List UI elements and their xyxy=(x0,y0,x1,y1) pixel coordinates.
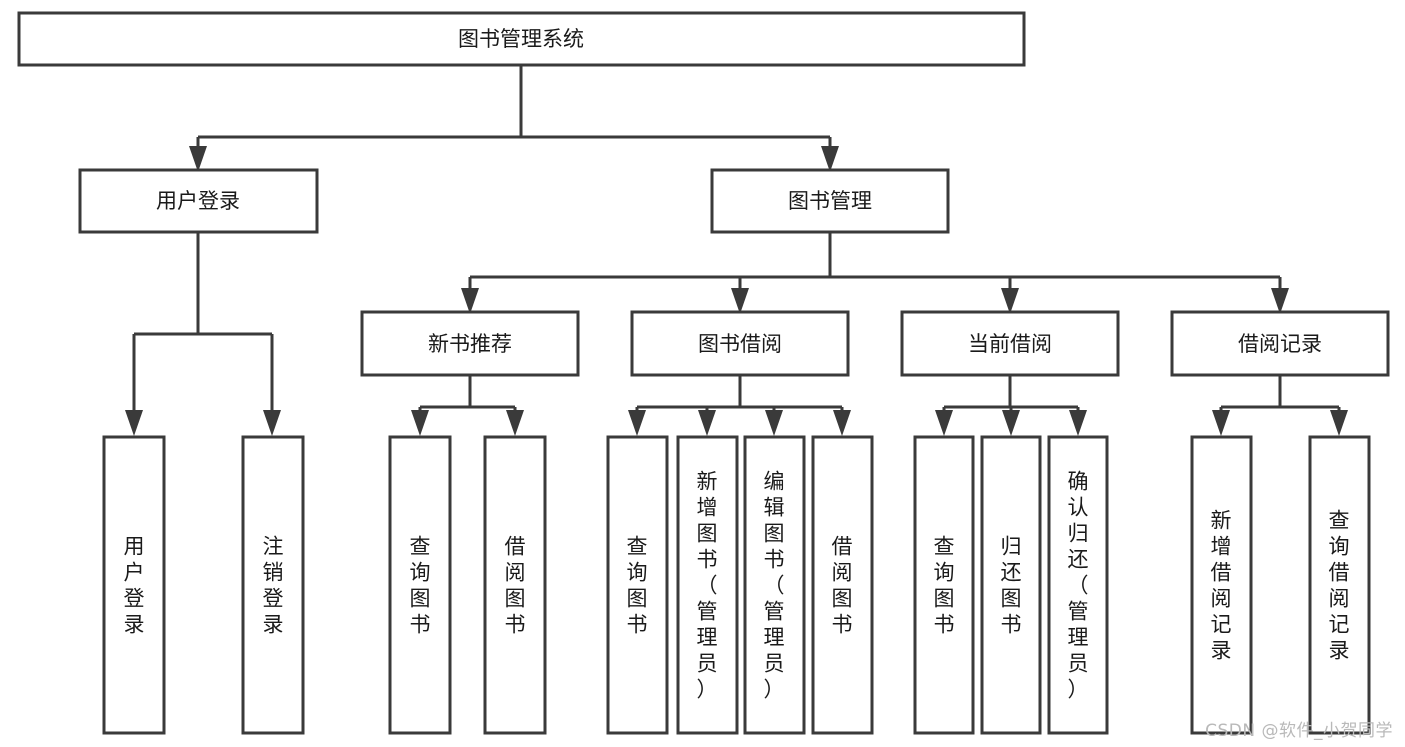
leaf-borrow-record-add-record[interactable]: 新增借阅记录 xyxy=(1190,435,1253,735)
arrow-icon-borrowrecord-leaf-1 xyxy=(1212,410,1230,436)
connector-group-newbook-to-leaves xyxy=(411,375,524,436)
node-label: 查询图书 xyxy=(410,534,431,636)
node-borrow-record[interactable]: 借阅记录 xyxy=(1170,310,1390,377)
node-label: 归还图书 xyxy=(1001,534,1022,636)
node-label: 借阅记录 xyxy=(1238,332,1322,356)
node-user-login[interactable]: 用户登录 xyxy=(78,168,319,234)
node-box xyxy=(980,435,1042,735)
node-label: 查询图书 xyxy=(934,534,955,636)
node-box xyxy=(676,435,739,735)
arrow-icon-currentborrow-leaf-1 xyxy=(935,410,953,436)
leaf-new-book-borrow-book[interactable]: 借阅图书 xyxy=(483,435,547,735)
node-label: 用户登录 xyxy=(124,534,145,636)
leaf-borrow-record-query-record[interactable]: 查询借阅记录 xyxy=(1308,435,1371,735)
node-box xyxy=(900,310,1120,377)
arrow-icon-bookborrow-leaf-3 xyxy=(765,410,783,436)
connector-group-bookborrow-to-leaves xyxy=(628,375,851,436)
leaf-book-borrow-query-book[interactable]: 查询图书 xyxy=(606,435,669,735)
arrow-icon-currentborrow-leaf-3 xyxy=(1069,410,1087,436)
leaf-user-login-login[interactable]: 用户登录 xyxy=(102,435,166,735)
leaf-book-borrow-add-book-admin[interactable]: 新增图书（管理员） xyxy=(676,435,739,735)
node-label: 借阅图书 xyxy=(832,534,853,636)
connector-group-borrowrecord-to-leaves xyxy=(1212,375,1348,436)
node-label: 新增图书（管理员） xyxy=(697,469,718,701)
connector-group-currentborrow-to-leaves xyxy=(935,375,1087,436)
node-label: 图书管理系统 xyxy=(458,27,584,51)
connector-group-userlogin-to-leaves xyxy=(125,232,281,436)
node-box xyxy=(743,435,806,735)
arrow-icon-to-borrow-record xyxy=(1271,288,1289,314)
arrow-icon-currentborrow-leaf-2 xyxy=(1002,410,1020,436)
node-box xyxy=(913,435,975,735)
arrow-icon-newbook-leaf-2 xyxy=(506,410,524,436)
node-label: 查询图书 xyxy=(627,534,648,636)
node-current-borrow[interactable]: 当前借阅 xyxy=(900,310,1120,377)
connector-group-bookmanage-to-level3 xyxy=(461,232,1289,314)
leaf-current-borrow-confirm-return-admin[interactable]: 确认归还（管理员） xyxy=(1047,435,1109,735)
node-book-borrow[interactable]: 图书借阅 xyxy=(630,310,850,377)
node-box xyxy=(78,168,319,234)
leaf-user-login-logout[interactable]: 注销登录 xyxy=(241,435,305,735)
node-label: 查询借阅记录 xyxy=(1329,508,1350,662)
arrow-icon-userlogin-leaf-1 xyxy=(125,410,143,436)
arrow-icon-to-new-book-recommend xyxy=(461,288,479,314)
node-box xyxy=(1047,435,1109,735)
node-box xyxy=(606,435,669,735)
node-label: 图书管理 xyxy=(788,189,872,213)
arrow-icon-userlogin-leaf-2 xyxy=(263,410,281,436)
node-box xyxy=(630,310,850,377)
arrow-icon-to-book-manage xyxy=(821,146,839,172)
csdn-watermark: CSDN @软件_小贺同学 xyxy=(1205,721,1393,741)
node-label: 新增借阅记录 xyxy=(1211,508,1232,662)
node-box xyxy=(483,435,547,735)
leaf-current-borrow-return-book[interactable]: 归还图书 xyxy=(980,435,1042,735)
node-label: 确认归还（管理员） xyxy=(1068,469,1089,701)
leaf-book-borrow-edit-book-admin[interactable]: 编辑图书（管理员） xyxy=(743,435,806,735)
node-box xyxy=(1190,435,1253,735)
leaf-book-borrow-borrow-book[interactable]: 借阅图书 xyxy=(811,435,874,735)
node-new-book-recommend[interactable]: 新书推荐 xyxy=(360,310,580,377)
node-box xyxy=(17,11,1026,67)
arrow-icon-to-current-borrow xyxy=(1001,288,1019,314)
node-box xyxy=(1170,310,1390,377)
node-label: 当前借阅 xyxy=(968,332,1052,356)
node-book-management[interactable]: 图书管理 xyxy=(710,168,950,234)
node-label: 注销登录 xyxy=(263,534,284,636)
leaf-new-book-query-book[interactable]: 查询图书 xyxy=(388,435,452,735)
arrow-icon-newbook-leaf-1 xyxy=(411,410,429,436)
node-label: 图书借阅 xyxy=(698,332,782,356)
node-box xyxy=(360,310,580,377)
connector-group-root-to-level2 xyxy=(189,65,839,172)
arrow-icon-bookborrow-leaf-4 xyxy=(833,410,851,436)
node-box xyxy=(241,435,305,735)
node-box xyxy=(811,435,874,735)
arrow-icon-to-book-borrow xyxy=(731,288,749,314)
node-label: 新书推荐 xyxy=(428,332,512,356)
node-box xyxy=(710,168,950,234)
arrow-icon-borrowrecord-leaf-2 xyxy=(1330,410,1348,436)
node-label: 用户登录 xyxy=(156,189,240,213)
node-root-book-management-system[interactable]: 图书管理系统 xyxy=(17,11,1026,67)
node-label: 编辑图书（管理员） xyxy=(764,469,785,701)
arrow-icon-bookborrow-leaf-2 xyxy=(698,410,716,436)
arrow-icon-bookborrow-leaf-1 xyxy=(628,410,646,436)
node-box xyxy=(388,435,452,735)
node-label: 借阅图书 xyxy=(505,534,526,636)
node-box xyxy=(1308,435,1371,735)
arrow-icon-to-user-login xyxy=(189,146,207,172)
node-box xyxy=(102,435,166,735)
leaf-current-borrow-query-book[interactable]: 查询图书 xyxy=(913,435,975,735)
